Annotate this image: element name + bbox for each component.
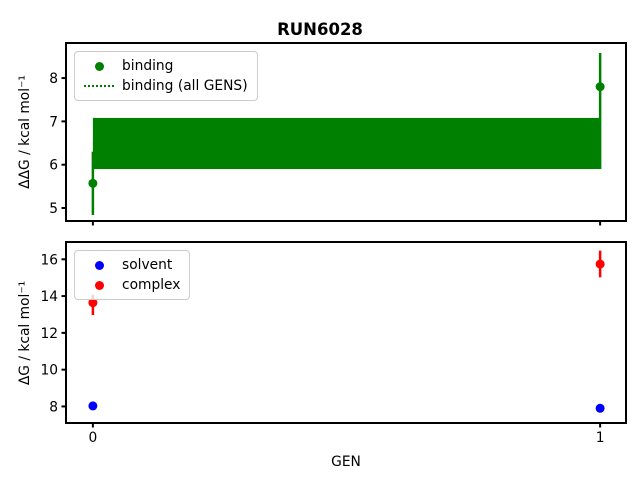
- data-point-complex: [88, 298, 98, 308]
- complex-marker-icon: [82, 280, 116, 290]
- bottom-y-axis-label: ΔG / kcal mol⁻¹: [17, 281, 33, 385]
- data-point-solvent: [88, 401, 98, 411]
- top-y-axis-label: ΔΔG / kcal mol⁻¹: [17, 75, 33, 189]
- y-tick-label: 5: [49, 201, 58, 217]
- data-point-solvent: [595, 403, 605, 413]
- y-tick-label: 6: [49, 158, 58, 174]
- x-tick-label: 1: [596, 430, 605, 446]
- top-legend: binding binding (all GENS): [74, 51, 258, 101]
- solvent-marker-icon: [82, 260, 116, 270]
- legend-item-binding-all-gens: binding (all GENS): [82, 76, 248, 96]
- y-tick-label: 12: [40, 326, 58, 342]
- x-tick-label: 0: [88, 430, 97, 446]
- y-tick-label: 8: [49, 71, 58, 87]
- legend-item-complex: complex: [82, 275, 180, 295]
- data-point-binding: [595, 82, 605, 92]
- legend-label: binding (all GENS): [122, 78, 248, 94]
- data-point-complex: [595, 259, 605, 269]
- legend-label: complex: [122, 277, 181, 293]
- legend-item-solvent: solvent: [82, 255, 180, 275]
- y-tick-label: 7: [49, 114, 58, 130]
- figure-title: RUN6028: [277, 20, 363, 39]
- y-tick-label: 14: [40, 289, 58, 305]
- legend-item-binding: binding: [82, 56, 248, 76]
- x-axis-label: GEN: [331, 454, 361, 470]
- legend-label: binding: [122, 58, 174, 74]
- bottom-legend: solvent complex: [74, 250, 191, 300]
- data-point-binding: [88, 178, 98, 188]
- y-tick-label: 8: [49, 399, 58, 415]
- axes-frame: [65, 42, 627, 222]
- uncertainty-band: [92, 117, 601, 170]
- dotted-line-icon: [82, 85, 116, 87]
- y-tick-label: 10: [40, 363, 58, 379]
- legend-label: solvent: [122, 257, 173, 273]
- binding-marker-icon: [82, 61, 116, 71]
- y-tick-label: 16: [40, 252, 58, 268]
